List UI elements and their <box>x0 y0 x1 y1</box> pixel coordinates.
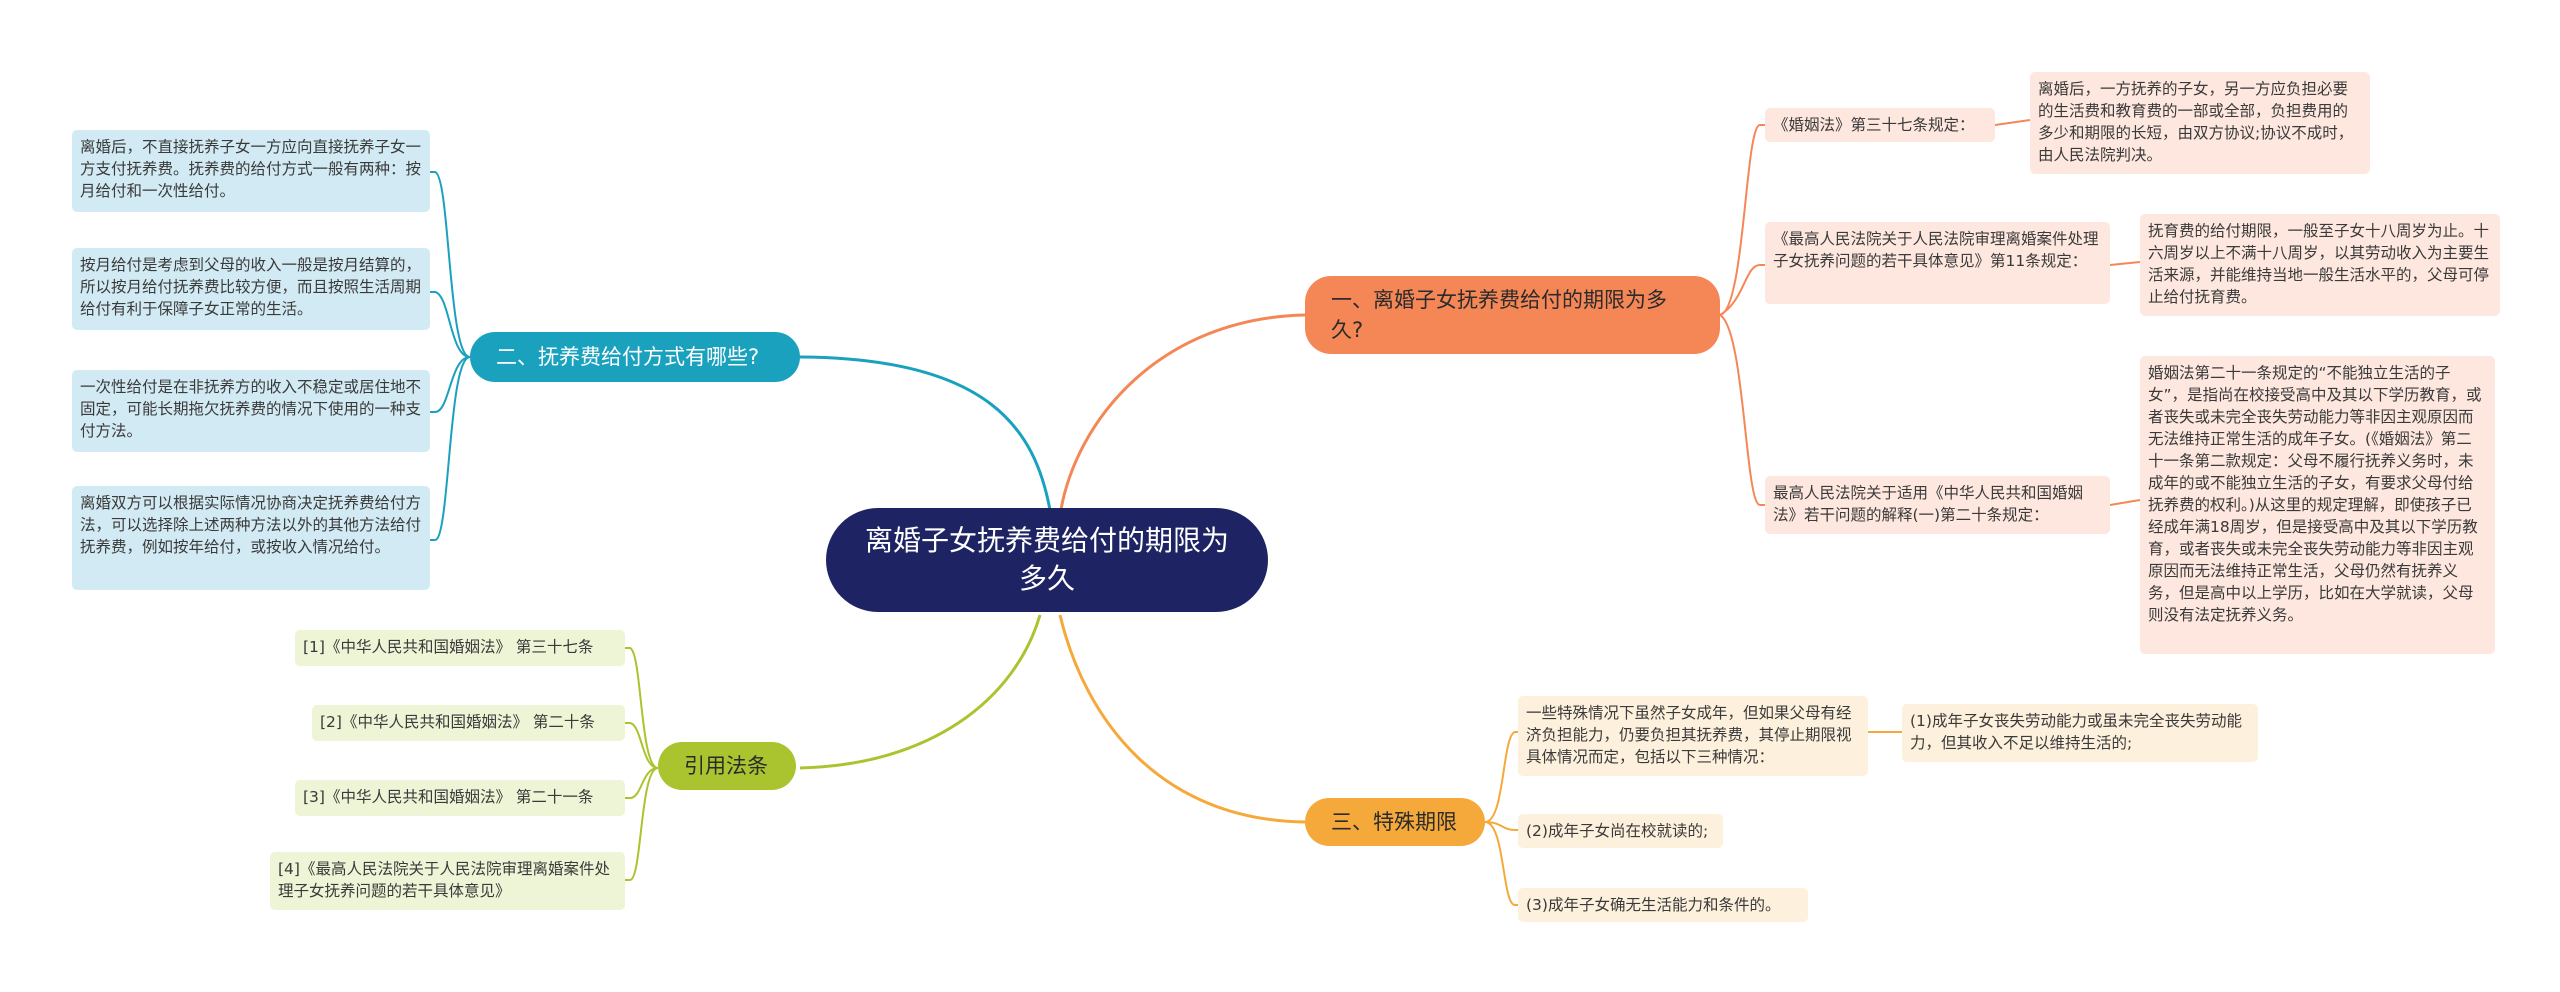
link-root-special <box>1058 614 1306 824</box>
link-root-payment <box>799 355 1052 511</box>
payment-item[interactable]: 离婚双方可以根据实际情况协商决定抚养费给付方法，可以选择除上述两种方法以外的其他… <box>72 486 430 590</box>
branch-period-title: 一、离婚子女抚养费给付的期限为多久? <box>1331 288 1667 342</box>
period-opinion-11-detail[interactable]: 抚育费的给付期限，一般至子女十八周岁为止。十六周岁以上不满十八周岁，以其劳动收入… <box>2140 214 2500 316</box>
period-law-37-label[interactable]: 《婚姻法》第三十七条规定： <box>1765 108 1995 142</box>
branch-special-title: 三、特殊期限 <box>1331 810 1457 834</box>
citation-item[interactable]: [2]《中华人民共和国婚姻法》 第二十条 <box>312 705 625 741</box>
special-case-2[interactable]: (2)成年子女尚在校就读的; <box>1518 814 1723 848</box>
branch-payment-title: 二、抚养费给付方式有哪些? <box>496 345 760 369</box>
link-root-period <box>1058 313 1306 516</box>
citation-item[interactable]: [1]《中华人民共和国婚姻法》 第三十七条 <box>295 630 625 666</box>
link-root-citations <box>799 614 1042 770</box>
period-interpretation-20-label[interactable]: 最高人民法院关于适用《中华人民共和国婚姻法》若干问题的解释(一)第二十条规定： <box>1765 476 2110 534</box>
payment-item[interactable]: 按月给付是考虑到父母的收入一般是按月结算的，所以按月给付抚养费比较方便，而且按照… <box>72 248 430 330</box>
branch-payment[interactable]: 二、抚养费给付方式有哪些? <box>470 332 800 382</box>
period-opinion-11-label[interactable]: 《最高人民法院关于人民法院审理离婚案件处理子女抚养问题的若干具体意见》第11条规… <box>1765 222 2110 304</box>
branch-period[interactable]: 一、离婚子女抚养费给付的期限为多久? <box>1305 276 1720 354</box>
special-case-3[interactable]: (3)成年子女确无生活能力和条件的。 <box>1518 888 1808 922</box>
branch-citations[interactable]: 引用法条 <box>658 742 796 790</box>
period-law-37-detail[interactable]: 离婚后，一方抚养的子女，另一方应负担必要的生活费和教育费的一部或全部，负担费用的… <box>2030 72 2370 174</box>
special-intro[interactable]: 一些特殊情况下虽然子女成年，但如果父母有经济负担能力，仍要负担其抚养费，其停止期… <box>1518 696 1868 776</box>
payment-item[interactable]: 离婚后，不直接抚养子女一方应向直接抚养子女一方支付抚养费。抚养费的给付方式一般有… <box>72 130 430 212</box>
payment-item[interactable]: 一次性给付是在非抚养方的收入不稳定或居住地不固定，可能长期拖欠抚养费的情况下使用… <box>72 370 430 452</box>
special-case-1[interactable]: (1)成年子女丧失劳动能力或虽未完全丧失劳动能力，但其收入不足以维持生活的; <box>1902 704 2258 762</box>
period-interpretation-20-detail[interactable]: 婚姻法第二十一条规定的“不能独立生活的子女”，是指尚在校接受高中及其以下学历教育… <box>2140 356 2495 654</box>
citation-item[interactable]: [4]《最高人民法院关于人民法院审理离婚案件处理子女抚养问题的若干具体意见》 <box>270 852 625 910</box>
root-topic[interactable]: 离婚子女抚养费给付的期限为多久 <box>826 508 1268 612</box>
citation-item[interactable]: [3]《中华人民共和国婚姻法》 第二十一条 <box>295 780 625 816</box>
branch-special[interactable]: 三、特殊期限 <box>1305 798 1485 846</box>
branch-citations-title: 引用法条 <box>684 754 768 778</box>
root-title: 离婚子女抚养费给付的期限为多久 <box>864 524 1229 595</box>
